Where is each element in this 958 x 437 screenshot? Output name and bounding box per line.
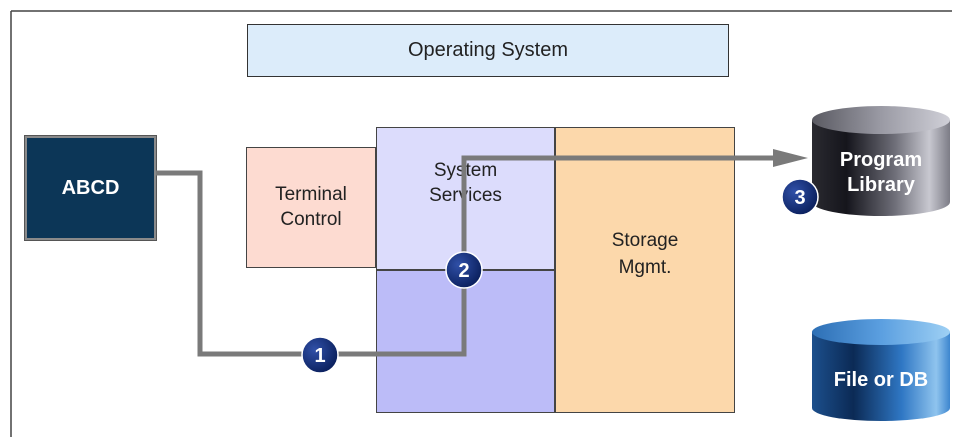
program-library-label-line2: Library xyxy=(847,174,916,196)
flow-arrowhead-icon xyxy=(773,149,808,167)
storage-mgmt-label-line1: Storage xyxy=(611,230,679,252)
terminal-control-label-line1: Terminal xyxy=(275,183,347,205)
program-library-label-line1: Program xyxy=(840,149,922,171)
step-badge-3: 3 xyxy=(781,178,819,216)
abcd-box: ABCD xyxy=(24,135,157,241)
file-or-db-label: File or DB xyxy=(834,369,928,391)
storage-mgmt-label-line2: Mgmt. xyxy=(618,257,672,278)
program-library-cylinder: Program Library xyxy=(812,106,950,216)
step-badge-3-label: 3 xyxy=(794,187,805,209)
abcd-label: ABCD xyxy=(61,176,120,199)
file-or-db-cylinder: File or DB xyxy=(812,319,950,421)
operating-system-label: Operating System xyxy=(407,39,569,61)
terminal-control-box: Terminal Control xyxy=(246,147,376,268)
terminal-control-label-line2: Control xyxy=(280,208,342,230)
step-badge-1-label: 1 xyxy=(314,345,325,367)
step-badge-1: 1 xyxy=(301,336,339,374)
step-badge-2-label: 2 xyxy=(458,260,469,282)
storage-mgmt-box: Storage Mgmt. xyxy=(555,127,735,413)
operating-system-box: Operating System xyxy=(247,24,729,77)
step-badge-2: 2 xyxy=(445,251,483,289)
